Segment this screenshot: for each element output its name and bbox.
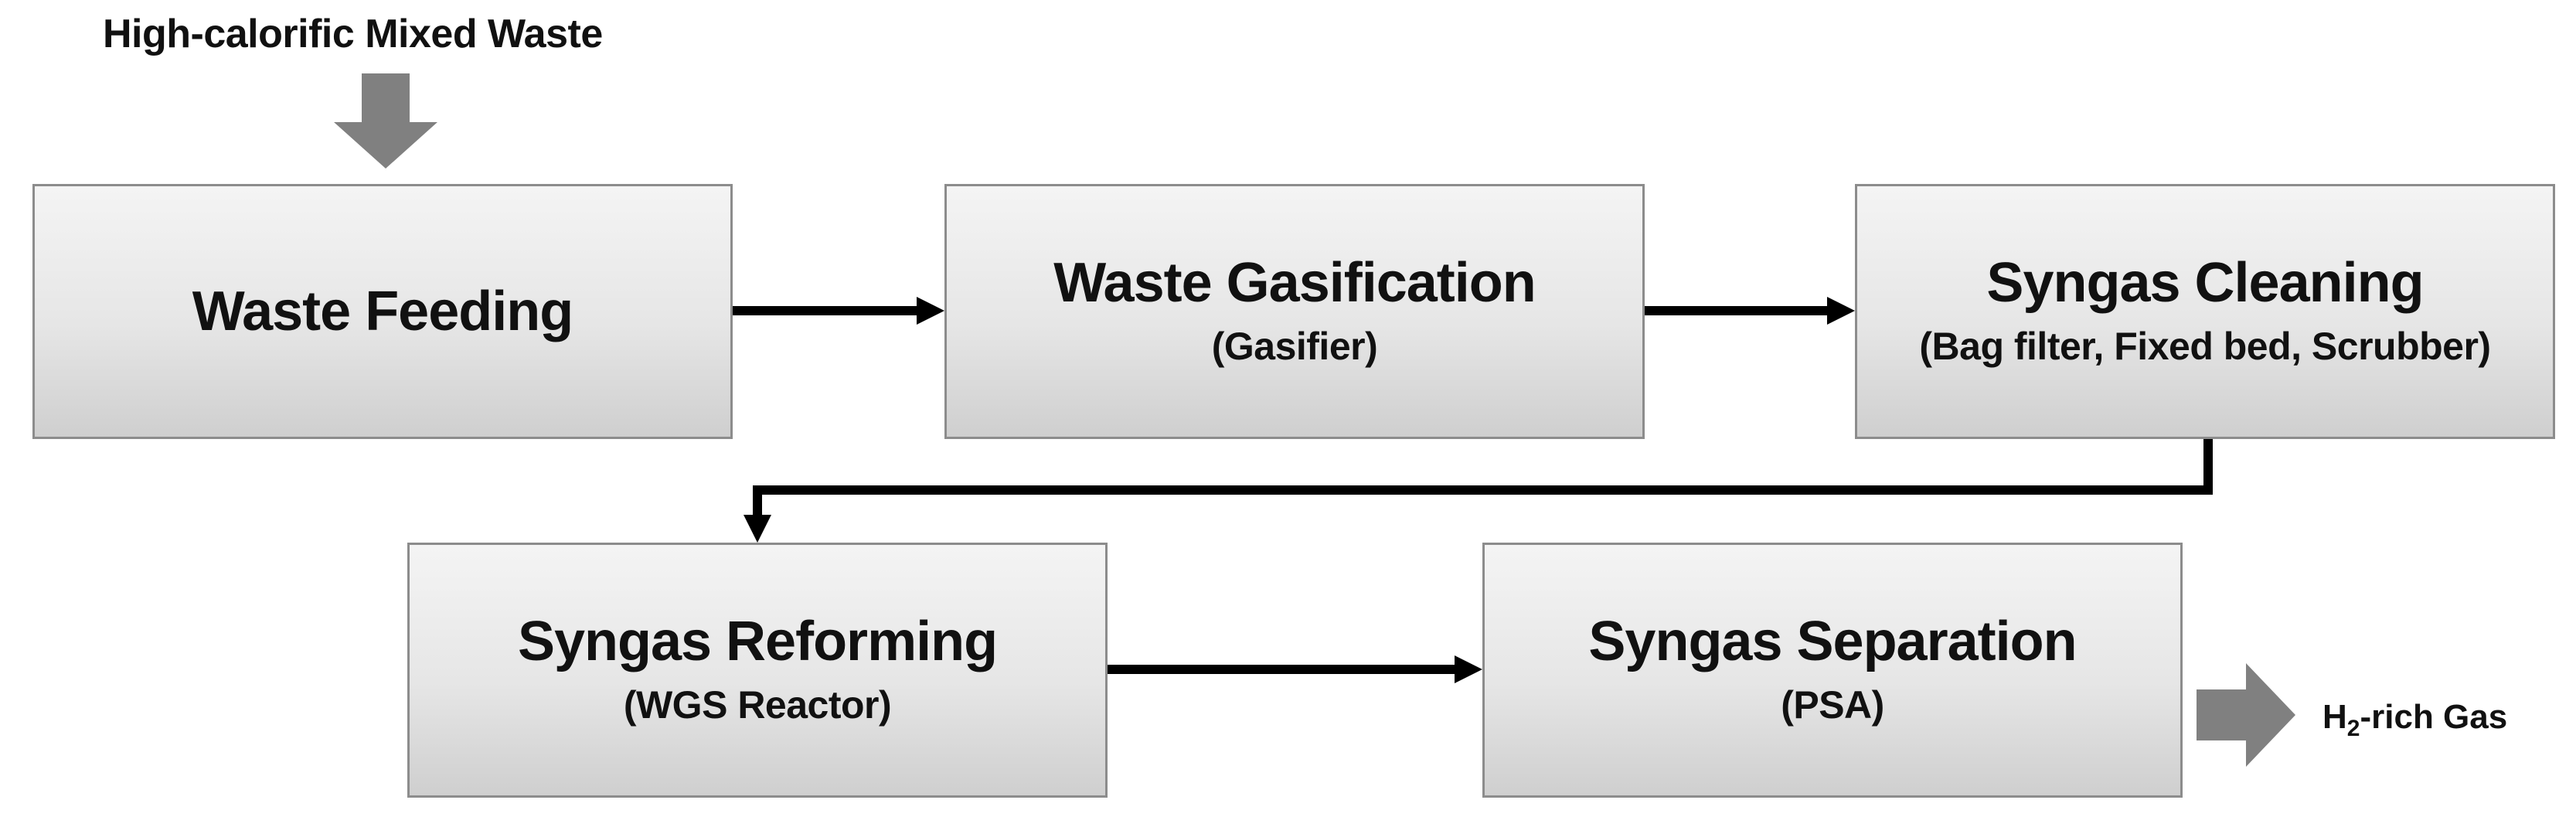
arrow-gasification-to-cleaning: [1645, 297, 1855, 325]
step-syngas-cleaning: Syngas Cleaning (Bag filter, Fixed bed, …: [1855, 184, 2555, 439]
step-subtitle: (Bag filter, Fixed bed, Scrubber): [1919, 324, 2491, 368]
step-subtitle: (PSA): [1781, 683, 1884, 727]
output-block-arrow: [2197, 663, 2295, 767]
step-title: Waste Gasification: [1053, 252, 1536, 315]
output-label-suffix: -rich Gas: [2360, 698, 2508, 736]
output-label-prefix: H: [2322, 698, 2347, 736]
arrow-reforming-to-separation: [1108, 655, 1482, 683]
step-waste-feeding: Waste Feeding: [32, 184, 733, 439]
step-title: Syngas Cleaning: [1986, 252, 2424, 315]
input-block-arrow: [334, 73, 437, 169]
step-title: Syngas Separation: [1588, 611, 2077, 673]
output-label-subscript: 2: [2346, 716, 2360, 741]
arrow-cleaning-to-reforming: [744, 439, 2213, 543]
step-title: Syngas Reforming: [517, 611, 998, 673]
step-subtitle: (WGS Reactor): [623, 683, 892, 727]
output-label: H2-rich Gas: [2322, 698, 2507, 742]
arrow-feeding-to-gasification: [733, 297, 944, 325]
step-syngas-reforming: Syngas Reforming (WGS Reactor): [407, 543, 1108, 798]
input-label: High-calorific Mixed Waste: [103, 12, 603, 56]
step-subtitle: (Gasifier): [1211, 324, 1378, 368]
step-syngas-separation: Syngas Separation (PSA): [1482, 543, 2183, 798]
step-waste-gasification: Waste Gasification (Gasifier): [944, 184, 1645, 439]
step-title: Waste Feeding: [192, 280, 573, 342]
